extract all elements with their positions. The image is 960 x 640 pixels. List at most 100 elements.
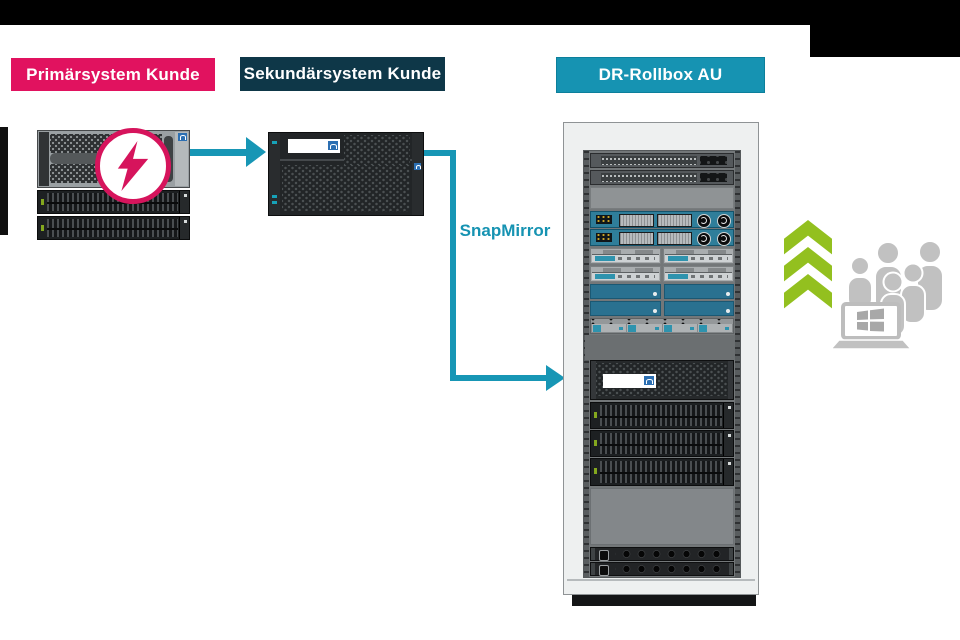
teal-panel: [663, 284, 734, 299]
shelf-end-cap: [723, 459, 733, 485]
status-led: [272, 141, 277, 144]
status-led: [594, 411, 597, 418]
teal-blank-panel-row: [590, 284, 734, 299]
teal-panel: [590, 301, 661, 316]
rack-server-pair: [590, 266, 734, 282]
rack-server: [663, 266, 734, 282]
pdu-end-cap: [729, 563, 733, 575]
controller-left-cap: [39, 132, 49, 186]
rack-interior: [583, 150, 741, 578]
status-led: [594, 439, 597, 446]
snapmirror-line: [450, 150, 456, 381]
primary-disk-shelf: [37, 216, 190, 240]
plug-icon: [599, 565, 609, 576]
server-ports: [596, 233, 612, 242]
switch-ports: [601, 156, 697, 165]
rack-disk-shelf: [590, 402, 734, 429]
pdu-end-cap: [591, 563, 595, 575]
node-module: [627, 324, 662, 332]
rack-base-plinth: [572, 595, 756, 606]
failure-badge: [95, 128, 171, 204]
rack-server: [663, 248, 734, 264]
netapp-controller-in-rack: [590, 360, 734, 400]
pdu-end-cap: [729, 548, 733, 560]
drive-slots: [600, 461, 722, 483]
drive-bay: [657, 232, 692, 245]
ucs-server: [590, 229, 734, 246]
rack-server: [590, 266, 661, 282]
secondary-system-label: Sekundärsystem Kunde: [240, 57, 445, 91]
server-front-strip: [665, 254, 732, 262]
dr-rollbox-label: DR-Rollbox AU: [556, 57, 765, 93]
user-group-icon: [833, 240, 944, 350]
switch-uplink-ports: [700, 173, 727, 182]
laptop-icon: [833, 302, 913, 350]
person-head: [850, 256, 870, 276]
node-module: [697, 324, 732, 332]
node-module: [662, 324, 697, 332]
rack-server: [590, 248, 661, 264]
network-switch: [590, 153, 734, 168]
server-ports: [596, 215, 612, 224]
power-outlets: [615, 549, 723, 559]
drive-bay: [619, 214, 654, 227]
drive-slots: [47, 219, 178, 237]
lightning-bolt-icon: [117, 141, 149, 191]
status-led: [594, 468, 597, 475]
power-distribution-unit: [590, 547, 734, 561]
netapp-logo-icon: [414, 163, 421, 170]
shelf-end-cap: [723, 403, 733, 428]
snapmirror-arrow-head-icon: [546, 365, 565, 391]
plug-icon: [599, 550, 609, 561]
node-module: [592, 324, 627, 332]
dr-rollbox-rack: [563, 122, 759, 595]
switch-uplink-ports: [700, 156, 727, 165]
left-edge-crop-strip: [0, 127, 8, 235]
netapp-logo-icon: [178, 133, 187, 141]
snapmirror-line: [424, 150, 454, 156]
psu-fan-icon: [717, 232, 731, 246]
status-led: [41, 198, 44, 205]
replication-arrow-head-icon: [246, 137, 266, 167]
psu-fan-icon: [697, 214, 711, 228]
status-led: [41, 224, 44, 231]
shelf-end-cap: [723, 431, 733, 456]
storage-node-row: [590, 318, 734, 334]
drive-bay: [657, 214, 692, 227]
ucs-server: [590, 211, 734, 228]
pdu-end-cap: [591, 548, 595, 560]
server-front-strip: [665, 272, 732, 280]
teal-panel: [663, 301, 734, 316]
rack-disk-shelf: [590, 458, 734, 486]
node-modules: [592, 324, 732, 332]
windows-logo-icon: [857, 308, 884, 332]
server-front-strip: [592, 254, 659, 262]
secondary-storage-system: [268, 132, 424, 216]
chevron-up-icon: [784, 274, 832, 309]
drive-slots: [600, 405, 722, 426]
rack-server-pair: [590, 248, 734, 264]
psu-fan-icon: [697, 232, 711, 246]
shelf-end-cap: [179, 191, 189, 213]
rack-disk-shelf: [590, 430, 734, 457]
power-distribution-unit: [590, 562, 734, 576]
server-front-strip: [592, 272, 659, 280]
bezel-label: [288, 139, 340, 153]
top-right-black-block: [810, 0, 960, 57]
power-outlets: [615, 564, 723, 574]
snapmirror-label: SnapMirror: [459, 221, 551, 240]
netapp-logo-icon: [328, 141, 338, 150]
blank-panel: [590, 488, 734, 545]
drive-bay: [619, 232, 654, 245]
top-black-bar: [0, 0, 812, 25]
snapmirror-line: [450, 375, 547, 381]
teal-blank-panel-row: [590, 301, 734, 316]
blank-panel: [590, 187, 734, 209]
bezel-left-cap: [269, 133, 280, 215]
bezel-left-cap: [591, 361, 596, 399]
controller-right-cap: [175, 132, 188, 186]
bezel-right-cap: [728, 361, 733, 399]
bezel-right-cap: [412, 133, 423, 215]
network-switch: [590, 170, 734, 185]
